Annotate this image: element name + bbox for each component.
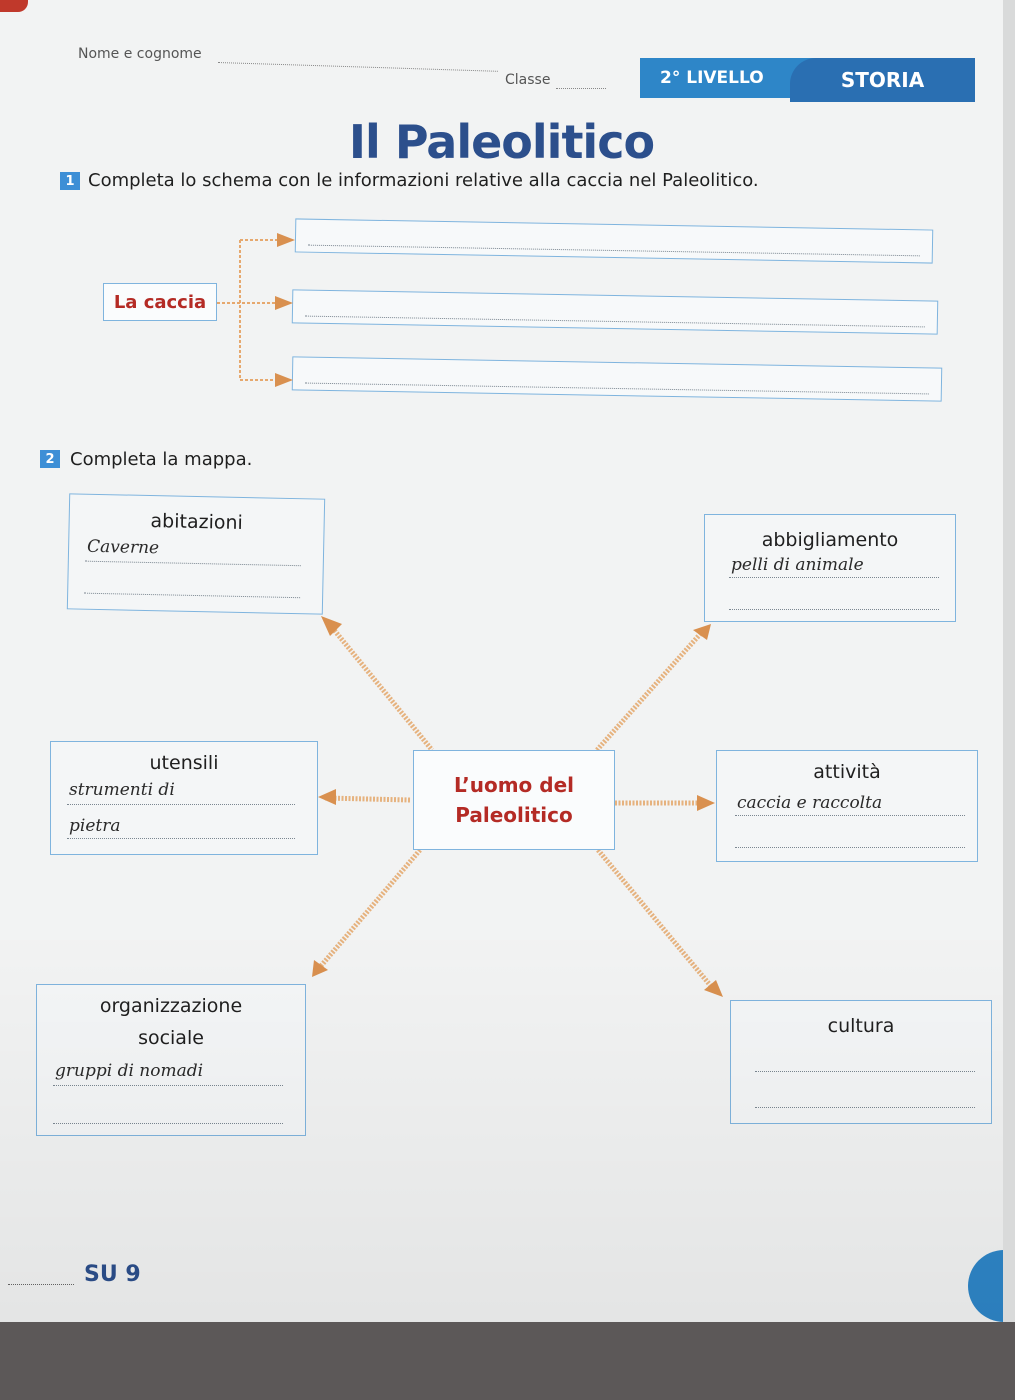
connector-abbigliamento	[595, 630, 704, 752]
label-abitazioni: abitazioni	[150, 510, 244, 534]
footer-field[interactable]	[8, 1284, 74, 1285]
line	[53, 1123, 283, 1124]
arrow-head	[275, 296, 293, 310]
arrow-head	[321, 616, 342, 636]
center-line1: L’uomo del	[454, 773, 574, 797]
connector-organizzazione	[318, 848, 422, 969]
center-concept-box: L’uomo del Paleolitico	[413, 750, 615, 850]
table-surface	[0, 1322, 1015, 1400]
connector-abitazioni	[328, 623, 434, 752]
answer-attivita[interactable]: caccia e raccolta	[737, 793, 883, 813]
arrow-head	[693, 624, 711, 640]
box-cultura: cultura	[730, 1000, 992, 1124]
box-organizzazione: organizzazione sociale gruppi di nomadi	[36, 984, 306, 1136]
connector-utensili	[324, 795, 411, 803]
class-field[interactable]	[556, 88, 606, 89]
label-utensili: utensili	[149, 752, 219, 774]
arrow-head	[275, 373, 293, 387]
connector-cultura	[596, 848, 712, 987]
line	[53, 1085, 283, 1086]
line	[84, 560, 301, 567]
box-abitazioni: abitazioni Caverne	[66, 493, 326, 615]
label-abbigliamento: abbigliamento	[761, 529, 899, 551]
line	[84, 592, 301, 599]
arrow-head	[697, 795, 715, 811]
line	[67, 838, 295, 839]
arrow-head	[704, 980, 723, 997]
line	[67, 804, 295, 805]
answer-abitazioni[interactable]: Caverne	[86, 536, 160, 559]
line	[729, 577, 939, 578]
caccia-bracket	[217, 239, 285, 381]
arrow-head	[277, 233, 295, 247]
page-title: Il Paleolitico	[348, 115, 655, 169]
binder-tab	[0, 0, 28, 12]
label-organizzazione-2: sociale	[138, 1027, 204, 1049]
subject-badge: STORIA	[790, 58, 975, 102]
exercise2-number: 2	[40, 450, 60, 468]
label-cultura: cultura	[827, 1015, 895, 1037]
box-attivita: attività caccia e raccolta	[716, 750, 978, 862]
footer-score: SU 9	[84, 1262, 141, 1287]
line	[735, 847, 965, 848]
line	[735, 815, 965, 816]
map-connectors	[217, 233, 723, 997]
name-label: Nome e cognome	[78, 46, 202, 62]
answer-utensili-2[interactable]: pietra	[69, 816, 121, 836]
box-utensili: utensili strumenti di pietra	[50, 741, 318, 855]
answer-utensili-1[interactable]: strumenti di	[69, 780, 175, 800]
page-edge	[1003, 0, 1015, 1322]
label-attivita: attività	[813, 761, 881, 783]
caccia-root-box: La caccia	[103, 283, 217, 321]
box-abbigliamento: abbigliamento pelli di animale	[704, 514, 956, 622]
answer-cultura-line[interactable]	[755, 1107, 975, 1108]
answer-abbigliamento[interactable]: pelli di animale	[731, 555, 864, 575]
center-line2: Paleolitico	[455, 803, 573, 827]
label-organizzazione-1: organizzazione	[99, 995, 243, 1017]
arrow-head	[318, 789, 336, 805]
exercise2-instruction: Completa la mappa.	[70, 449, 253, 470]
exercise1-instruction: Completa lo schema con le informazioni r…	[88, 170, 759, 191]
arrow-head	[312, 960, 328, 977]
answer-cultura-line[interactable]	[755, 1071, 975, 1072]
worksheet-page: Nome e cognome Classe 2° LIVELLO STORIA …	[0, 0, 1003, 1322]
class-label: Classe	[505, 72, 551, 88]
exercise1-number: 1	[60, 172, 80, 190]
line	[729, 609, 939, 610]
answer-organizzazione[interactable]: gruppi di nomadi	[55, 1061, 204, 1081]
